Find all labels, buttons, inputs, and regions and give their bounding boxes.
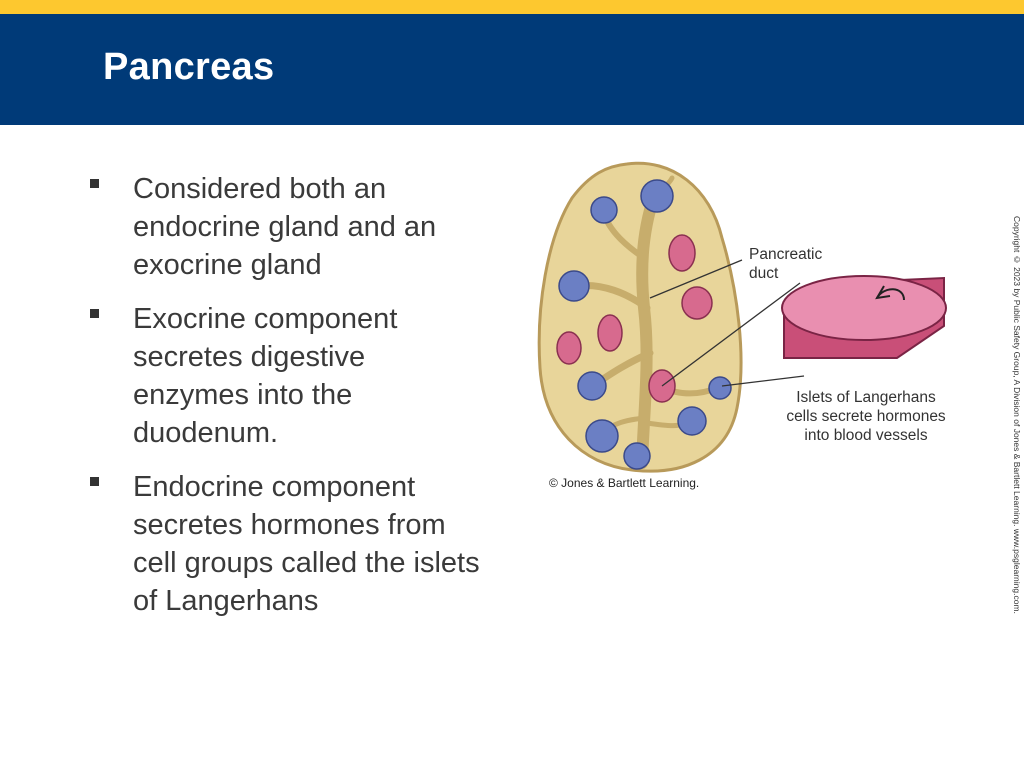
bullet-item: Considered both an endocrine gland and a… [88,170,488,284]
pancreatic-duct-label-line2: duct [749,265,779,282]
bullet-text: Exocrine component secretes digestive en… [133,303,398,449]
bullet-item: Endocrine component secretes hormones fr… [88,468,488,620]
title-bar [0,14,1024,125]
islets-label-line2: cells secrete hormones [786,408,946,425]
pancreas-illustration: Pancreatic duct Islets of Langerhans cel… [532,158,972,478]
square-bullet-icon [90,309,99,318]
bullet-item: Exocrine component secretes digestive en… [88,300,488,452]
top-accent-stripe [0,0,1024,14]
bullet-text: Endocrine component secretes hormones fr… [133,471,480,617]
islets-label-line1: Islets of Langerhans [796,389,936,406]
copyright-notice: Copyright © 2023 by Public Safety Group,… [1012,216,1022,614]
islets-label-line3: into blood vessels [804,427,927,444]
bullet-list: Considered both an endocrine gland and a… [88,170,488,636]
pancreatic-duct-label-line1: Pancreatic [749,246,822,263]
acini-clusters [558,179,732,470]
leader-lines [649,259,805,387]
square-bullet-icon [90,179,99,188]
bullet-text: Considered both an endocrine gland and a… [133,173,437,281]
square-bullet-icon [90,477,99,486]
image-credit: © Jones & Bartlett Learning. [549,476,700,490]
enlarged-islet-tissue [781,275,947,359]
islets-in-gland [556,234,713,403]
slide-title: Pancreas [103,46,275,88]
